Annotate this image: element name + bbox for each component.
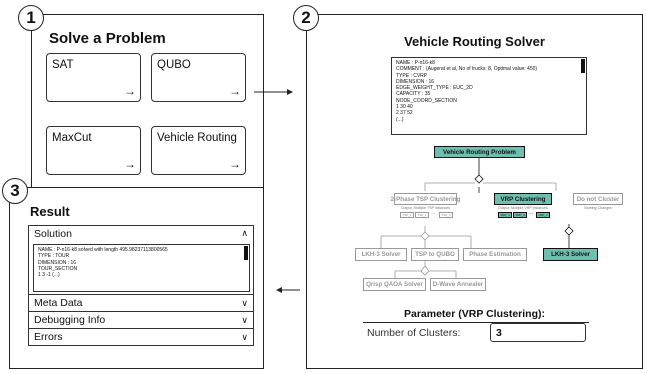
input-line: DIMENSION : 16 xyxy=(396,78,435,85)
panel-title: Vehicle Routing Solver xyxy=(404,34,545,49)
node-vrp-clustering[interactable]: VRP Clustering xyxy=(494,193,552,205)
chip-tsp-1: TSP_1 xyxy=(400,212,414,218)
accordion-label: Errors xyxy=(34,331,63,343)
choice-diamond xyxy=(474,174,484,184)
chevron-up-icon[interactable]: ∧ xyxy=(241,228,248,238)
problem-input-textarea[interactable]: NAME : P-n16-k8 COMMENT : (Augerat et al… xyxy=(391,57,587,135)
scrollbar[interactable] xyxy=(244,246,248,260)
panel-title: Solve a Problem xyxy=(49,30,166,47)
input-line: EDGE_WEIGHT_TYPE : EUC_2D xyxy=(396,85,473,92)
node-qrisp-qaoa-solver[interactable]: Qrisp QAOA Solver xyxy=(363,278,426,291)
solution-line: 1 3 -1 (...) xyxy=(38,272,60,279)
choice-diamond xyxy=(564,226,574,236)
input-line: 1 30 40 xyxy=(396,104,413,111)
node-tsp-to-qubo[interactable]: TSP to QUBO xyxy=(411,248,459,261)
input-line: 2 37 52 xyxy=(396,110,413,117)
panel-title: Result xyxy=(30,204,70,219)
arrow-right-icon: → xyxy=(229,157,241,171)
input-line: NODE_COORD_SECTION xyxy=(396,97,457,104)
choice-diamond xyxy=(420,265,430,276)
solve-problem-panel: Solve a Problem SAT → QUBO → MaxCut → Ve… xyxy=(31,14,264,192)
input-line: CAPACITY : 35 xyxy=(396,91,431,98)
chevron-down-icon[interactable]: ∨ xyxy=(241,298,248,308)
accordion-errors[interactable]: Errors ∨ xyxy=(28,328,254,346)
tile-label: MaxCut xyxy=(52,132,92,144)
clusters-input[interactable]: 3 xyxy=(490,323,586,342)
input-line: (...) xyxy=(396,116,404,123)
arrow-right-icon: → xyxy=(229,84,241,98)
parameter-title: Parameter (VRP Clustering): xyxy=(403,308,545,320)
node-lkh3-solver-left[interactable]: LKH-3 Solver xyxy=(355,248,407,261)
input-line: TYPE : CVRP xyxy=(396,72,428,79)
node-two-phase-tsp-clustering[interactable]: 2-Phase TSP Clustering xyxy=(391,193,460,205)
accordion-label: Debugging Info xyxy=(34,314,106,326)
solution-output[interactable]: NAME : P-n16-k8 solved with length 495.9… xyxy=(33,244,250,292)
accordion-meta-data[interactable]: Meta Data ∨ xyxy=(28,294,254,312)
chip-ellipsis: ... xyxy=(431,210,436,216)
accordion-label: Meta Data xyxy=(34,297,83,309)
node-vehicle-routing-problem[interactable]: Vehicle Routing Problem xyxy=(434,146,525,158)
chip-vrp-2: VRP_2 xyxy=(513,212,527,218)
chevron-down-icon[interactable]: ∨ xyxy=(241,332,248,342)
solution-line: DIMENSION : 16 xyxy=(38,259,77,266)
node-subtitle: Nothing Changes xyxy=(584,206,612,210)
step-badge-3: 3 xyxy=(2,178,28,204)
solution-line: TOUR_SECTION xyxy=(38,265,78,272)
accordion-solution[interactable]: Solution ∧ NAME : P-n16-k8 solved with l… xyxy=(28,225,254,295)
accordion-debugging-info[interactable]: Debugging Info ∨ xyxy=(28,311,254,329)
vehicle-routing-solver-panel: Vehicle Routing Solver NAME : P-n16-k8 C… xyxy=(306,14,643,369)
chip-tsp-n: TSP_n xyxy=(439,212,453,218)
node-lkh3-solver-right[interactable]: LKH-3 Solver xyxy=(543,248,598,261)
problem-tile-maxcut[interactable]: MaxCut → xyxy=(46,126,141,175)
node-subtitle: Output: Multiple VRP instances xyxy=(498,206,548,210)
tile-label: Vehicle Routing xyxy=(157,132,237,144)
node-dwave-annealer[interactable]: D-Wave Annealer xyxy=(430,278,486,291)
input-line: COMMENT : (Augerat et al, No of trucks: … xyxy=(396,66,538,73)
input-line: NAME : P-n16-k8 xyxy=(396,60,435,66)
step-badge-1: 1 xyxy=(18,5,44,31)
clusters-label: Number of Clusters: xyxy=(367,327,461,339)
node-do-not-cluster[interactable]: Do not Cluster xyxy=(573,193,623,205)
node-phase-estimation[interactable]: Phase Estimation xyxy=(463,248,527,261)
chip-vrp-n: VRP_n xyxy=(536,212,550,218)
solution-line: TYPE : TOUR xyxy=(38,253,70,260)
tile-label: SAT xyxy=(52,59,74,71)
result-panel: Result Solution ∧ NAME : P-n16-k8 solved… xyxy=(9,187,264,369)
tile-label: QUBO xyxy=(157,59,191,71)
step-badge-2: 2 xyxy=(293,5,319,31)
accordion-label: Solution xyxy=(34,228,72,240)
chip-ellipsis: ... xyxy=(529,210,534,216)
problem-tile-sat[interactable]: SAT → xyxy=(46,53,141,102)
chip-vrp-1: VRP_1 xyxy=(498,212,512,218)
problem-tile-vehicle-routing[interactable]: Vehicle Routing → xyxy=(151,126,246,175)
chip-tsp-2: TSP_2 xyxy=(415,212,429,218)
solution-line: NAME : P-n16-k8 solved with length 495.9… xyxy=(38,247,168,253)
divider xyxy=(363,322,589,323)
node-subtitle: Output: Multiple TSP instances xyxy=(400,206,451,210)
choice-diamond xyxy=(420,231,430,241)
chevron-down-icon[interactable]: ∨ xyxy=(241,315,248,325)
arrow-right-icon: → xyxy=(124,84,136,98)
arrow-right-icon: → xyxy=(124,157,136,171)
problem-tile-qubo[interactable]: QUBO → xyxy=(151,53,246,102)
scrollbar[interactable] xyxy=(581,59,585,73)
